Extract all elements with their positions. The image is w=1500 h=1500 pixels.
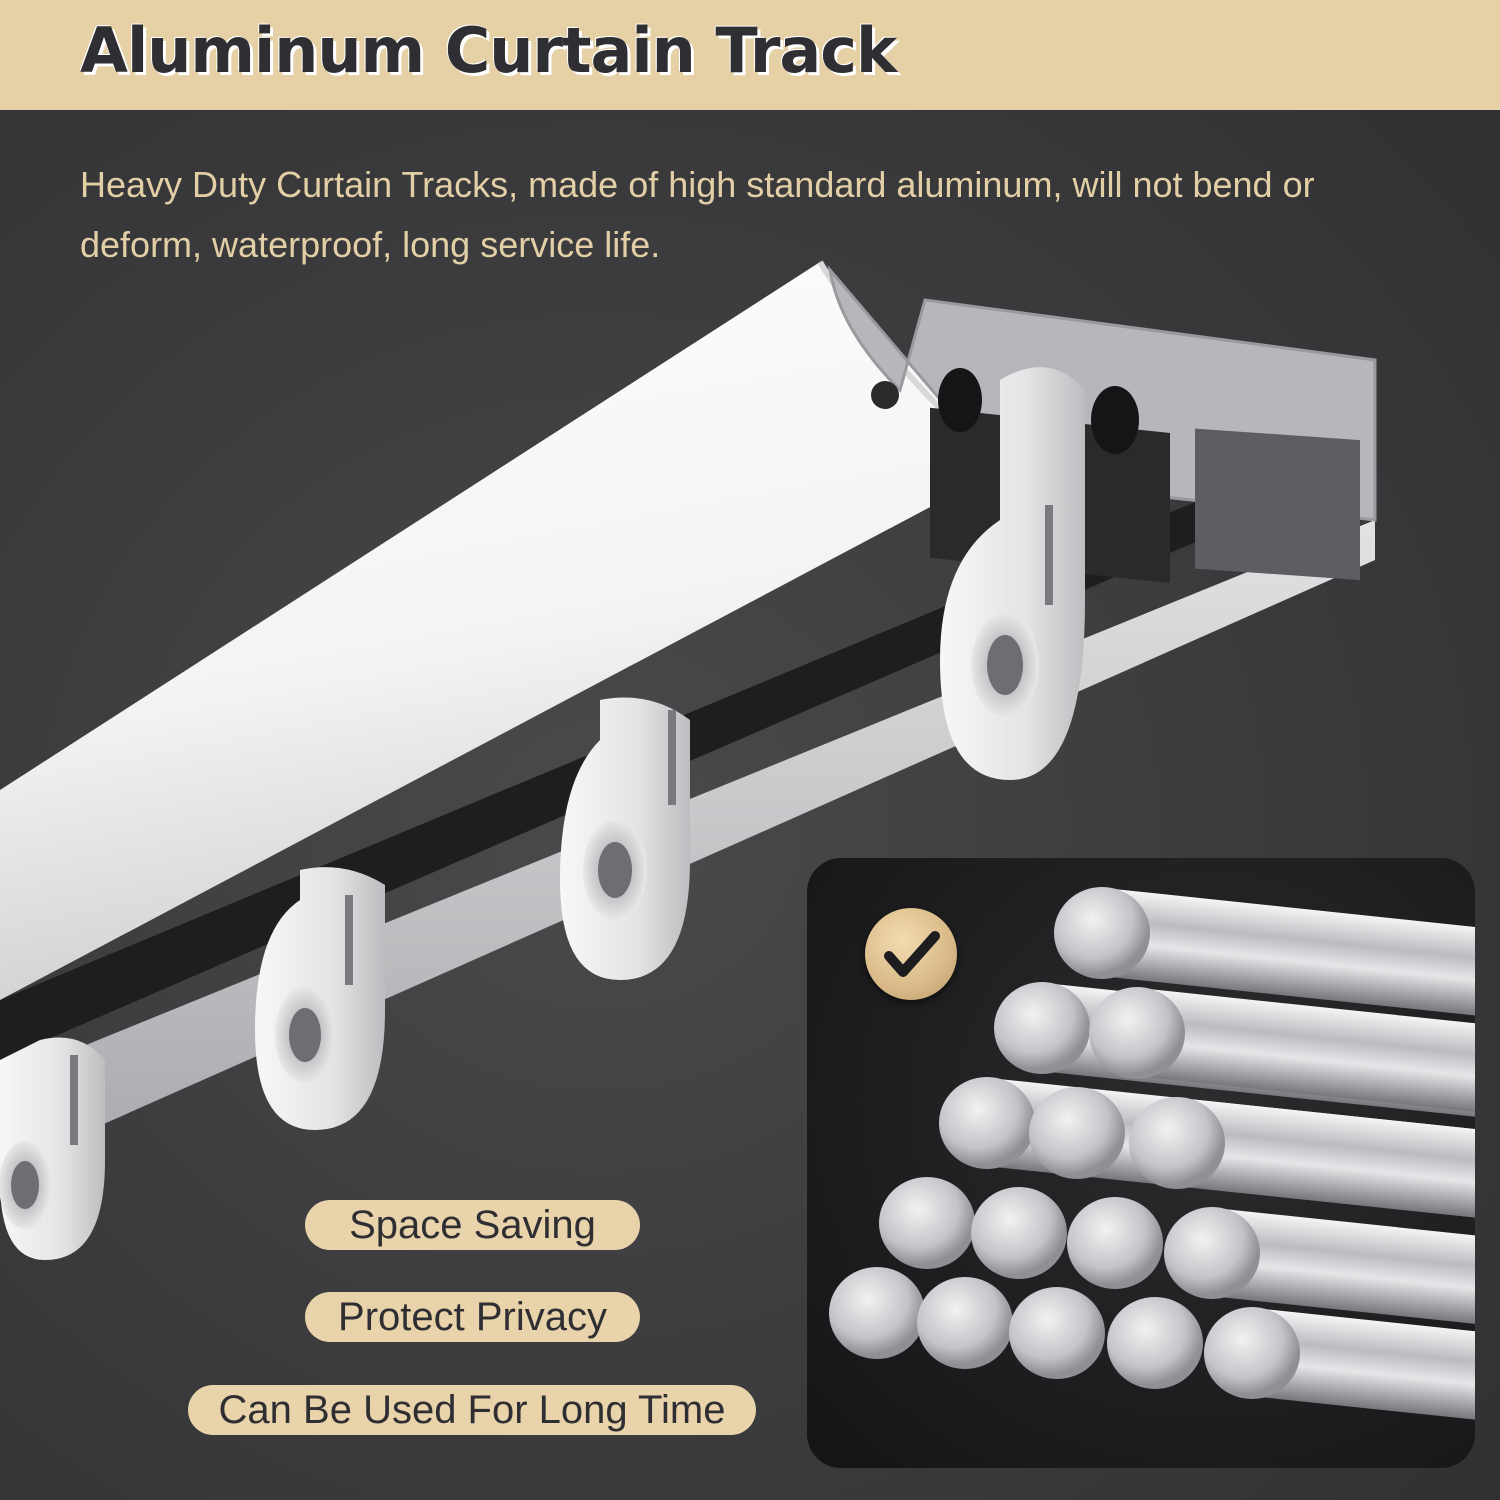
- feature-badge-space-saving: Space Saving: [305, 1200, 640, 1250]
- curtain-hook-4: [0, 1037, 105, 1260]
- feature-badge-long-time: Can Be Used For Long Time: [188, 1385, 756, 1435]
- aluminum-rods-illustration: [829, 887, 1475, 1420]
- page-title: Aluminum Curtain Track: [80, 14, 897, 87]
- curtain-hook-3: [255, 867, 385, 1130]
- feature-badge-protect-privacy: Protect Privacy: [305, 1292, 640, 1342]
- check-mark-icon: [865, 908, 957, 1000]
- curtain-hook-1: [940, 367, 1085, 780]
- rail-upper-profile: [0, 262, 1000, 1000]
- product-description: Heavy Duty Curtain Tracks, made of high …: [80, 164, 1315, 265]
- rod-stack: [829, 887, 1475, 1420]
- curtain-hook-2: [560, 697, 690, 980]
- title-band: Aluminum Curtain Track: [0, 0, 1500, 110]
